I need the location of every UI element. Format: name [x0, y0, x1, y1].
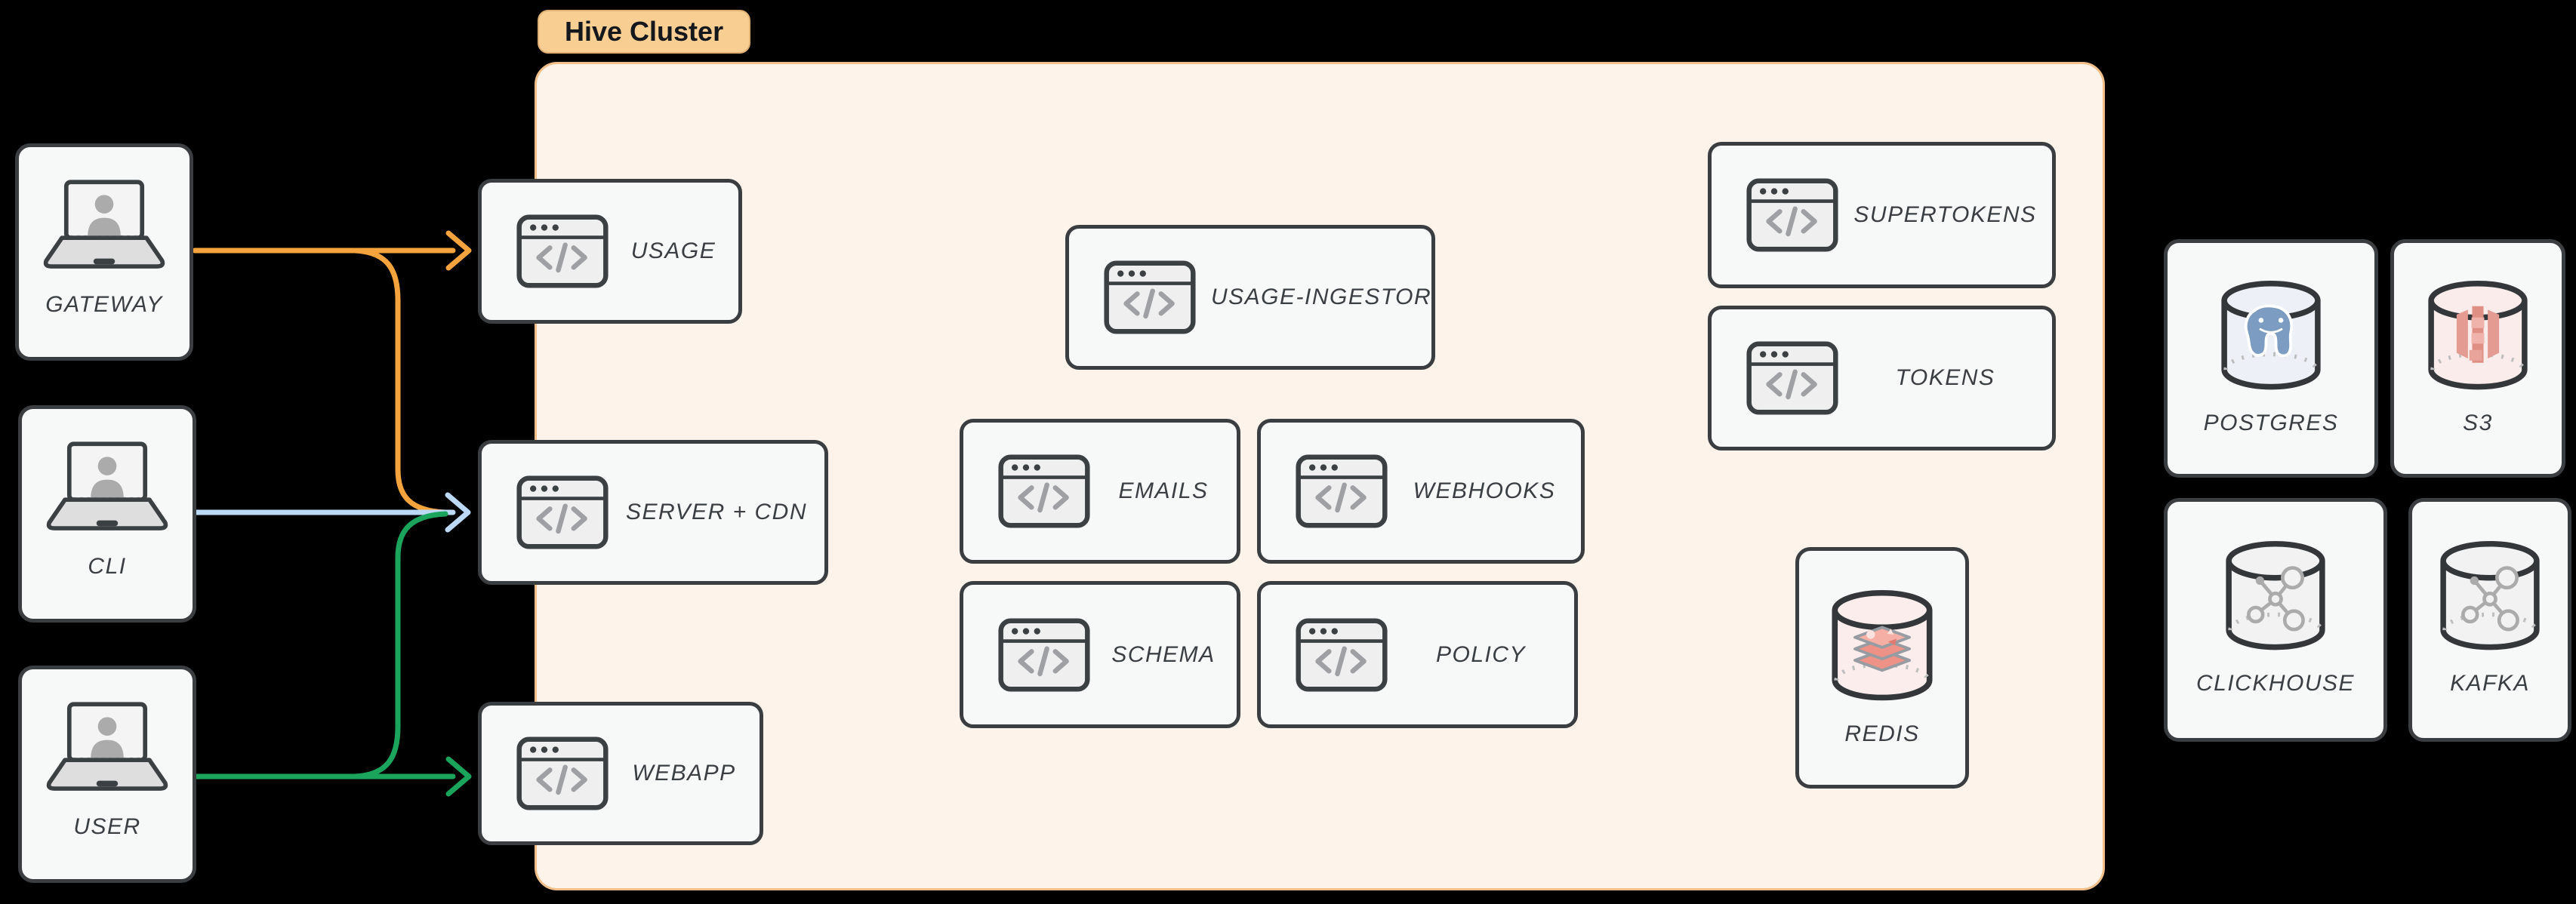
node-clickhouse-label: CLICKHOUSE: [2195, 671, 2356, 696]
node-emails-label: EMAILS: [1118, 478, 1209, 503]
browser-code-icon: [516, 214, 609, 288]
postgres-database-icon: [2214, 276, 2328, 397]
browser-code-icon: [1104, 260, 1196, 334]
browser-code-icon: [1746, 341, 1838, 415]
node-postgres-label: POSTGRES: [2203, 410, 2339, 435]
node-gateway[interactable]: GATEWAY: [15, 143, 193, 361]
arrowhead-usage: [445, 230, 472, 271]
node-webhooks-label: WEBHOOKS: [1413, 478, 1556, 503]
hive-cluster-label: Hive Cluster: [565, 16, 724, 47]
node-cli-label: CLI: [88, 554, 127, 579]
browser-code-icon: [1296, 454, 1388, 528]
browser-code-icon: [1746, 178, 1838, 252]
node-tokens-label: TOKENS: [1895, 365, 1995, 390]
node-s3-label: S3: [2463, 410, 2493, 435]
redis-database-icon: [1825, 586, 1940, 708]
node-webapp-label: WEBAPP: [632, 761, 736, 786]
node-user-label: USER: [73, 814, 141, 839]
node-kafka-label: KAFKA: [2450, 671, 2530, 696]
node-usage-ingestor-label: USAGE-INGESTOR: [1211, 284, 1432, 309]
browser-code-icon: [516, 736, 609, 810]
node-policy-label: POLICY: [1435, 641, 1527, 667]
hive-cluster-badge: Hive Cluster: [538, 10, 751, 54]
browser-code-icon: [1296, 618, 1388, 692]
node-redis-label: REDIS: [1844, 721, 1920, 746]
arrowhead-server-cdn: [445, 492, 471, 533]
node-schema[interactable]: SCHEMA: [960, 581, 1240, 728]
laptop-user-icon: [39, 441, 175, 536]
arrowhead-webapp: [445, 756, 472, 797]
edge-user-server-cdn: [352, 511, 448, 779]
node-server-cdn-label: SERVER + CDN: [625, 500, 807, 524]
node-emails[interactable]: EMAILS: [960, 419, 1240, 564]
laptop-user-icon: [39, 701, 175, 796]
node-server-cdn[interactable]: SERVER + CDN: [478, 440, 828, 585]
browser-code-icon: [516, 475, 609, 549]
node-supertokens-label: SUPERTOKENS: [1853, 202, 2037, 227]
node-webhooks[interactable]: WEBHOOKS: [1257, 419, 1585, 564]
node-postgres[interactable]: POSTGRES: [2164, 239, 2378, 478]
browser-code-icon: [998, 618, 1090, 692]
node-schema-label: SCHEMA: [1111, 641, 1216, 667]
node-gateway-label: GATEWAY: [45, 292, 163, 317]
kafka-database-icon: [2433, 537, 2547, 657]
laptop-user-icon: [36, 179, 172, 274]
node-redis[interactable]: REDIS: [1795, 547, 1969, 789]
edge-gateway-server-cdn: [352, 248, 448, 515]
node-tokens[interactable]: TOKENS: [1708, 306, 2056, 450]
clickhouse-database-icon: [2219, 537, 2332, 657]
node-user[interactable]: USER: [18, 666, 196, 883]
node-usage-ingestor[interactable]: USAGE-INGESTOR: [1065, 225, 1435, 370]
s3-bucket-icon: [2421, 276, 2534, 397]
node-clickhouse[interactable]: CLICKHOUSE: [2164, 498, 2387, 742]
node-s3[interactable]: S3: [2390, 239, 2565, 478]
node-policy[interactable]: POLICY: [1257, 581, 1578, 728]
node-kafka[interactable]: KAFKA: [2408, 498, 2571, 742]
node-supertokens[interactable]: SUPERTOKENS: [1708, 142, 2056, 288]
browser-code-icon: [998, 454, 1090, 528]
node-usage[interactable]: USAGE: [478, 179, 742, 324]
node-usage-label: USAGE: [630, 238, 716, 263]
node-webapp[interactable]: WEBAPP: [478, 702, 763, 845]
node-cli[interactable]: CLI: [18, 405, 196, 623]
